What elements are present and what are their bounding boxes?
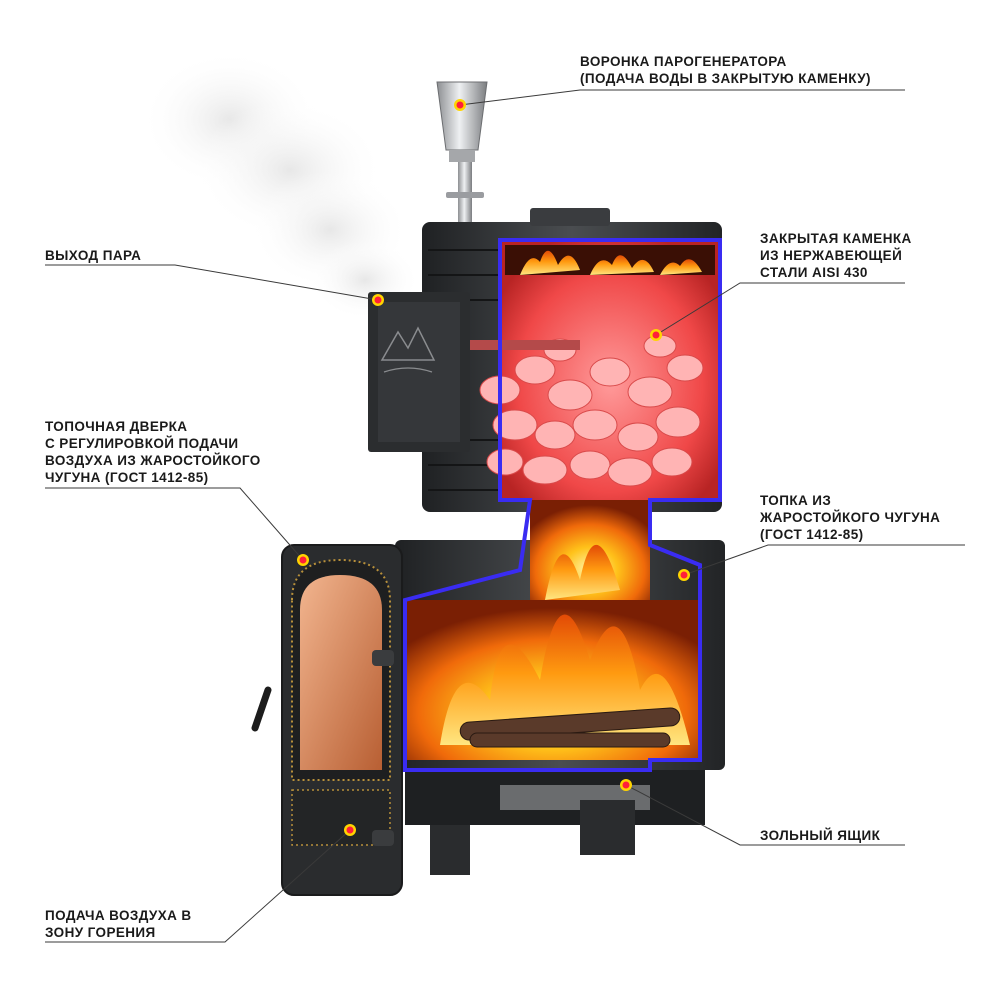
label-firebox: ТОПКА ИЗ ЖАРОСТОЙКОГО ЧУГУНА (ГОСТ 1412-…: [760, 493, 941, 542]
label-funnel: ВОРОНКА ПАРОГЕНЕРАТОРА (ПОДАЧА ВОДЫ В ЗА…: [580, 54, 871, 86]
closed-heater-section: [470, 240, 720, 500]
callout-dots: [297, 99, 690, 836]
section-outline: [403, 238, 722, 772]
label-closed-heater: ЗАКРЫТАЯ КАМЕНКА ИЗ НЕРЖАВЕЮЩЕЙ СТАЛИ AI…: [760, 231, 912, 280]
top-flames: [520, 250, 702, 275]
steam-generator-funnel: [436, 81, 488, 275]
leader-lines: [45, 89, 965, 943]
label-steam-outlet: ВЫХОД ПАРА: [45, 248, 142, 263]
firebox-section: [395, 500, 725, 875]
steam-outlet-plate: [368, 292, 470, 452]
label-ash-box: ЗОЛЬНЫЙ ЯЩИК: [760, 828, 881, 843]
fire-door: [251, 544, 403, 896]
firewood: [459, 707, 681, 748]
label-air-supply: ПОДАЧА ВОЗДУХА В ЗОНУ ГОРЕНИЯ: [45, 908, 192, 940]
label-fire-door: ТОПОЧНАЯ ДВЕРКА С РЕГУЛИРОВКОЙ ПОДАЧИ ВО…: [45, 419, 261, 485]
steam-cloud: [140, 50, 420, 320]
